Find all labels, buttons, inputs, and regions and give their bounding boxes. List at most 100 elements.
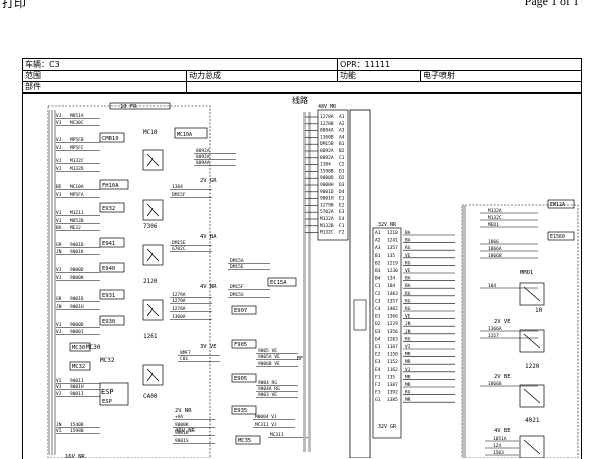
wire-color: BA (56, 225, 62, 231)
wire-color: JN (56, 304, 62, 310)
side-label: BF (297, 356, 303, 362)
main-wire-id: 1360B (320, 134, 334, 140)
wire-id: MC10A (70, 184, 84, 190)
wire-id: MP5FA (70, 192, 84, 198)
wire-color: VJ (56, 275, 62, 281)
main-wire-id: 1384 (320, 162, 331, 168)
connector-name: E941 (102, 241, 115, 247)
connector-name: CMB10 (102, 136, 119, 142)
wire-color: VJ (56, 384, 62, 390)
main-pin: E4 (339, 216, 345, 222)
right-pin: A1 (375, 230, 381, 236)
wire-id: 9000D (70, 322, 84, 328)
connector-mc30 (69, 342, 91, 352)
esp-label: ESP (101, 388, 114, 396)
wire-id: 9001H (70, 304, 84, 310)
group-label: 2V BE (494, 374, 511, 380)
main-wire-id: 8092A (320, 155, 334, 161)
right-wire-id: 1187 (387, 344, 398, 350)
right-wire-color: RG (405, 260, 411, 266)
connector-e905 (231, 373, 257, 383)
right-wire-id: 1366 (387, 314, 398, 320)
right-pin: D1 (375, 314, 381, 320)
em12a-label: EM12A (550, 202, 565, 208)
connector-name: F905 (234, 342, 247, 348)
connector-e941 (99, 237, 125, 248)
group-label: 3V VE (200, 344, 217, 350)
main-pin: A2 (339, 121, 345, 127)
right-harness-frame (461, 204, 579, 458)
mid-wire-id: 1360A (172, 314, 186, 320)
info-table: 车辆：C3 OPR：11111 范围 动力总成 功能 电子喷射 部件 (22, 58, 582, 94)
bottom-wire: 1051A (493, 436, 507, 442)
right-block-label: 10 (535, 307, 543, 314)
scope-value: 动力总成 (189, 71, 221, 80)
wire-id: ME32 (70, 225, 81, 231)
right-wire-id: 1229 (387, 321, 398, 327)
right-pin: E1 (375, 344, 381, 350)
main-pin: B1 (339, 141, 345, 147)
right-wire-id: 1162 (387, 367, 398, 373)
right-side-wire: 1866A (488, 246, 502, 252)
connector-name: E930 (102, 319, 115, 325)
main-wire-id: 8094A (320, 128, 334, 134)
main-pin: D2 (339, 175, 345, 181)
wire-color: VJ (56, 137, 62, 143)
connector-e932 (99, 202, 125, 213)
component-icon (142, 364, 164, 386)
right-pin: D4 (375, 336, 381, 342)
connector-fh10a (99, 179, 129, 190)
main-wire-id: 8092A (320, 148, 334, 154)
right-pin: E3 (375, 359, 381, 365)
right-wire-id: 1357 (387, 298, 398, 304)
mid-wire-id: 1279A (172, 298, 186, 304)
main-wire-id: 9000H (320, 182, 334, 188)
hatch-bar (54, 110, 56, 455)
connector-name: E905 (234, 376, 247, 382)
right-pin: B3 (375, 268, 381, 274)
mid-wire-id: 9003 VE (258, 392, 277, 398)
component-label: CA00 (143, 393, 158, 400)
connector-e930 (99, 315, 125, 326)
wire-color: VI (56, 428, 62, 434)
right-wire-id: 1152 (387, 359, 398, 365)
right-wire-id: 1230 (387, 268, 398, 274)
right-block-label: 4021 (525, 417, 540, 424)
connector-name: E935 (234, 408, 247, 414)
mid-wire-id: DM15A (230, 258, 244, 264)
component-icon (142, 149, 164, 171)
component-symbol-icon (146, 153, 160, 167)
wire-color: VJ (56, 158, 62, 164)
group-label: 4V BA (200, 234, 217, 240)
right-wire-color: VE (405, 253, 411, 259)
top-bus-box (109, 102, 171, 110)
mid-wire-id: 8MF7 (180, 350, 191, 356)
right-component-icon (519, 435, 545, 458)
wire-id: M1211 (70, 210, 84, 216)
e1560-box (547, 231, 575, 241)
right-pin: F1 (375, 374, 381, 380)
info-row-part: 部件 (23, 81, 581, 92)
connector-mc32 (69, 361, 91, 371)
component-label: MC10 (143, 129, 158, 136)
mc10a-label: MC10A (177, 132, 192, 138)
wire-id: MP5FB (70, 137, 84, 143)
main-pin: D3 (339, 182, 345, 188)
component-label: 1261 (143, 333, 158, 340)
mc10a-box (174, 127, 208, 139)
right-wire-color: MR (405, 374, 411, 380)
group-label: 40V NR (175, 428, 196, 434)
wire-id: M132C (70, 158, 84, 164)
hatch-bar (308, 112, 311, 452)
connector-name: FH10A (102, 183, 119, 189)
mid-wire-id: MC311 VJ (255, 422, 277, 428)
right-pin: A2 (375, 238, 381, 244)
right-side-wire: 1866 (488, 239, 499, 245)
wire-id: M851A (70, 113, 84, 119)
wire-id: 1540B (70, 422, 84, 428)
right-wire-color: MR (405, 397, 411, 403)
right-side-wire: 1866B (488, 253, 502, 259)
main-pin: A1 (339, 114, 345, 120)
